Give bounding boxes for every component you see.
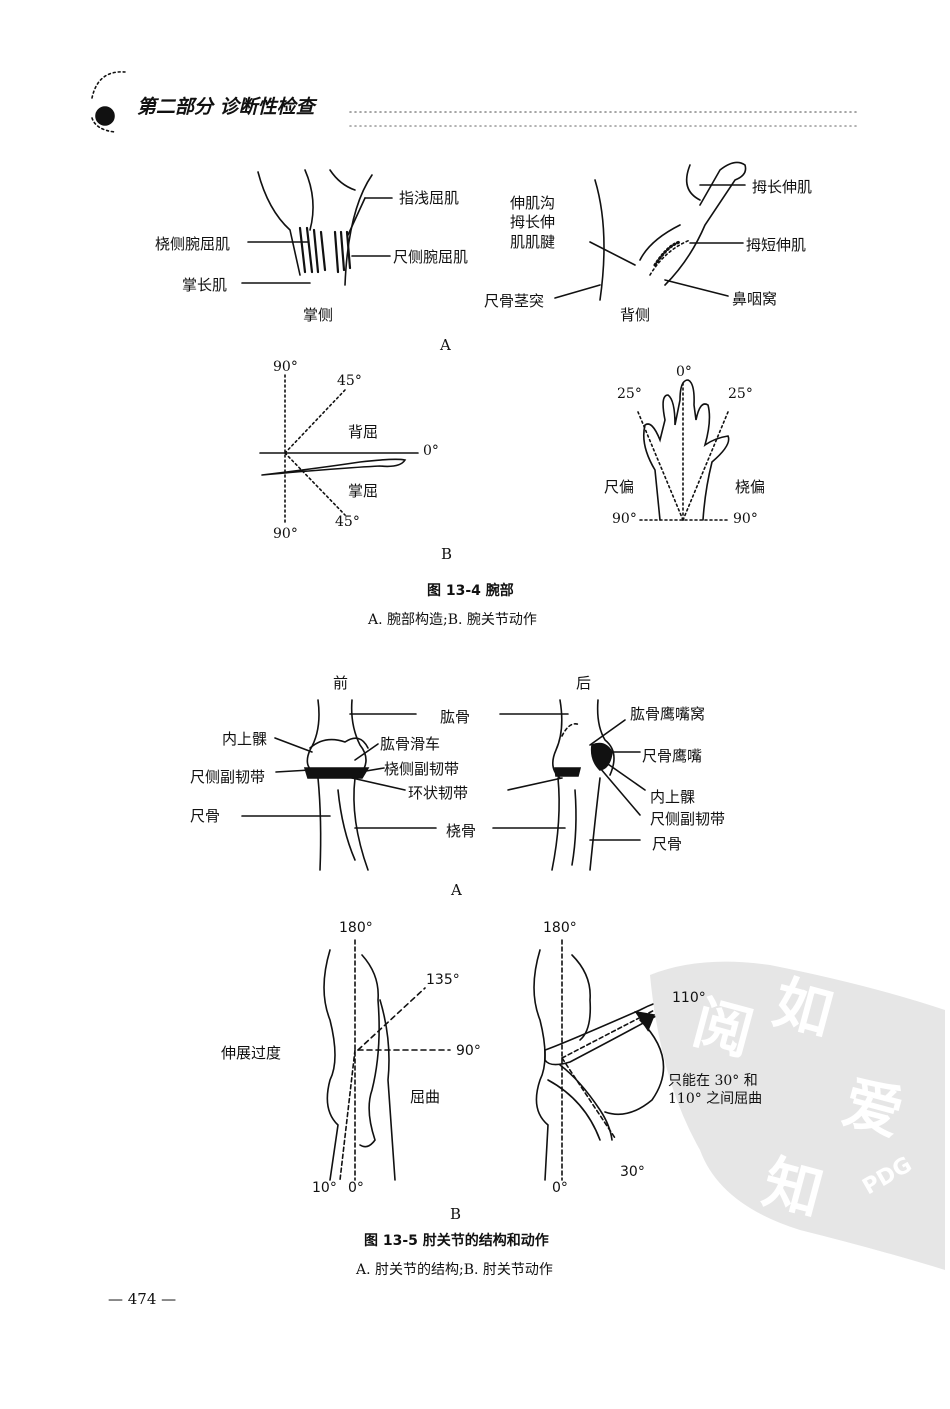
- angle-0-right: 0°: [552, 1180, 568, 1196]
- angle-180-left: 180°: [339, 920, 373, 936]
- angle-45-bottom: 45°: [335, 514, 360, 530]
- fig4-caption: 图 13-4 腕部: [427, 583, 514, 599]
- label-dorsiflexion: 背屈: [348, 423, 379, 441]
- label-medial-epicondyle-right: 内上髁: [650, 788, 696, 806]
- label-extensor-groove-line3: 肌肌腱: [510, 233, 556, 251]
- angle-10: 10°: [312, 1180, 337, 1196]
- dev-angle-90-left: 90°: [612, 511, 637, 527]
- label-extensor-pollicis-brevis: 拇短伸肌: [746, 236, 807, 254]
- label-olecranon: 尺骨鹰嘴: [642, 747, 703, 765]
- label-ulna-right: 尺骨: [652, 835, 683, 853]
- label-snuffbox: 鼻咽窝: [732, 290, 778, 308]
- fig5-panel-a-label: A: [451, 881, 462, 899]
- label-extensor-pollicis-longus: 拇长伸肌: [752, 178, 813, 196]
- fig5-panel-b-label: B: [450, 1205, 462, 1223]
- label-palmar-side: 掌侧: [303, 306, 334, 324]
- label-radial-deviation: 桡偏: [735, 478, 766, 496]
- angle-30: 30°: [620, 1164, 645, 1180]
- running-header-title: 第二部分 诊断性检查: [137, 96, 315, 118]
- label-ulnar-collateral-left: 尺侧副韧带: [190, 768, 266, 786]
- dev-angle-25-right: 25°: [728, 386, 753, 402]
- angle-0: 0°: [423, 443, 439, 459]
- label-ulnar-deviation: 尺偏: [604, 478, 635, 496]
- wrist-palmar-drawing: [241, 169, 393, 286]
- label-dorsal-side: 背侧: [620, 306, 651, 324]
- elbow-extension-figure: [323, 939, 451, 1181]
- label-palmaris-longus: 掌长肌: [182, 276, 228, 294]
- fig5-caption: 图 13-5 肘关节的结构和动作: [364, 1233, 549, 1249]
- elbow-posterior-drawing: [492, 699, 646, 871]
- angle-180-right: 180°: [543, 920, 577, 936]
- label-palmar-flexion: 掌屈: [348, 482, 379, 500]
- angle-45-top: 45°: [337, 373, 362, 389]
- wrist-flexion-diagram: [259, 374, 419, 526]
- dev-angle-25-left: 25°: [617, 386, 642, 402]
- dev-angle-0: 0°: [676, 364, 692, 380]
- dev-angle-90-right: 90°: [733, 511, 758, 527]
- label-ulnar-styloid: 尺骨茎突: [484, 292, 545, 310]
- angle-110: 110°: [672, 990, 706, 1006]
- fig4-panel-a-label: A: [440, 336, 451, 354]
- angle-135: 135°: [426, 972, 460, 988]
- angle-90-elbow: 90°: [456, 1043, 481, 1059]
- page-number: — 474 —: [108, 1290, 177, 1308]
- label-posterior: 后: [576, 674, 592, 692]
- note-line-2: 110° 之间屈曲: [668, 1091, 763, 1107]
- label-radial-collateral: 桡侧副韧带: [384, 760, 460, 778]
- label-annular-ligament: 环状韧带: [408, 784, 469, 802]
- header-ornament: [91, 71, 861, 133]
- angle-90-top: 90°: [273, 359, 298, 375]
- label-ulna-left: 尺骨: [190, 807, 221, 825]
- angle-0-left: 0°: [348, 1180, 364, 1196]
- hand-deviation-diagram: [637, 379, 731, 521]
- watermark-seal: 阅 如 知 爱 PDG: [650, 961, 945, 1270]
- label-hyperextension: 伸展过度: [221, 1044, 282, 1062]
- label-trochlea: 肱骨滑车: [380, 735, 441, 753]
- angle-90-bottom: 90°: [273, 526, 298, 542]
- label-medial-epicondyle-left: 内上髁: [222, 730, 268, 748]
- wrist-dorsal-drawing: [554, 161, 747, 301]
- label-anterior: 前: [333, 674, 349, 692]
- note-line-1: 只能在 30° 和: [668, 1073, 758, 1089]
- fig5-subcaption: A. 肘关节的结构;B. 肘关节动作: [356, 1262, 553, 1278]
- fig4-subcaption: A. 腕部构造;B. 腕关节动作: [368, 612, 537, 628]
- label-flexor-carpi-ulnaris: 尺侧腕屈肌: [393, 248, 469, 266]
- label-extensor-groove-line1: 伸肌沟: [510, 194, 556, 212]
- label-flexion: 屈曲: [410, 1088, 441, 1106]
- label-humerus: 肱骨: [440, 708, 471, 726]
- label-ulnar-collateral-right: 尺侧副韧带: [650, 810, 726, 828]
- fig4-panel-b-label: B: [441, 545, 453, 563]
- label-olecranon-fossa: 肱骨鹰嘴窝: [630, 705, 706, 723]
- label-extensor-groove-line2: 拇长伸: [510, 213, 556, 231]
- label-radius: 桡骨: [446, 822, 477, 840]
- label-flexor-carpi-radialis: 桡侧腕屈肌: [155, 235, 231, 253]
- elbow-anterior-drawing: [241, 699, 437, 871]
- label-flexor-digitorum-superficialis: 指浅屈肌: [399, 189, 460, 207]
- elbow-flexion-figure: [533, 939, 671, 1181]
